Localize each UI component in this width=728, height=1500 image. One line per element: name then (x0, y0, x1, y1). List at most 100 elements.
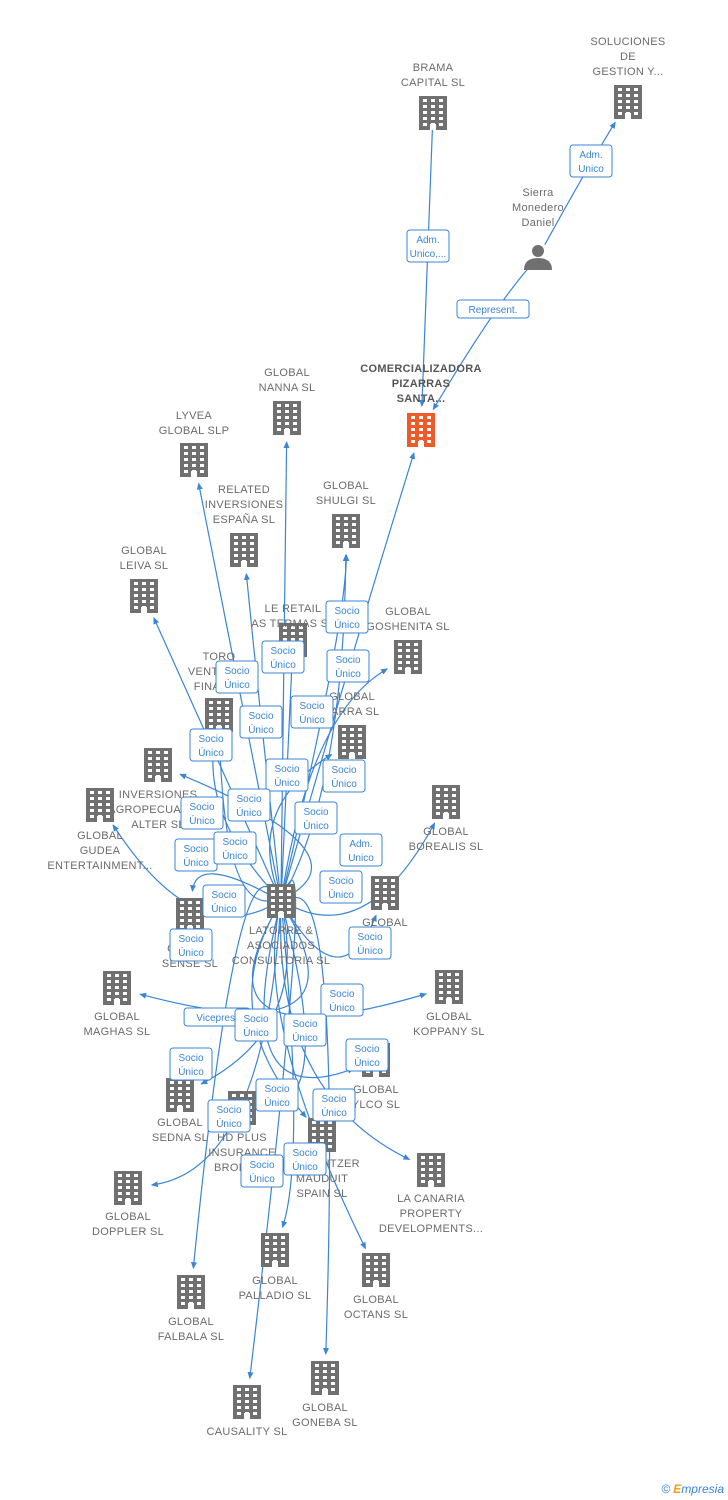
edge-label-frame (322, 759, 366, 793)
node-label-line: GLOBAL (105, 1211, 151, 1223)
node-label-line: GOSHENITA SL (366, 621, 449, 633)
node-label-line: LYVEA (176, 410, 213, 422)
edge-label-box[interactable]: Adm.Unico,... (406, 229, 450, 263)
node-canaria[interactable]: LA CANARIAPROPERTYDEVELOPMENTS... (379, 1153, 483, 1235)
edge-label-line: Socio (303, 807, 328, 818)
brand-name: mpresia (681, 1482, 724, 1496)
edge-label-line: Único (189, 814, 215, 827)
edge-label-line: Socio (299, 701, 324, 712)
building-icon (177, 1275, 205, 1309)
edge-label-line: Único (178, 1065, 204, 1078)
node-comercializadora[interactable]: COMERCIALIZADORAPIZARRASSANTA... (360, 363, 482, 447)
edge-label-box[interactable]: Represent. (456, 299, 530, 319)
edge-sierra-to-comercializadora (432, 267, 530, 411)
node-label-line: AS TERMAS SL (251, 618, 334, 630)
edge-label-line: Único (222, 849, 248, 862)
node-label-line: ENTERTAINMENT... (47, 860, 152, 872)
node-label-line: COMERCIALIZADORA (360, 363, 482, 375)
node-label-line: PIZARRAS (392, 378, 451, 390)
edge-label-box[interactable]: Adm.Unico (339, 833, 383, 867)
edge-label-line: Único (270, 658, 296, 671)
edge-latorre-to-canaria (280, 914, 411, 1161)
edge-label-line: Único (243, 1026, 269, 1039)
node-label-line: ESPAÑA SL (213, 513, 275, 526)
node-label-line: GLOBAL (264, 367, 310, 379)
edge-label-line: Único (178, 946, 204, 959)
edge-label-line: Único (328, 888, 354, 901)
edge-label-line: Socio (334, 606, 359, 617)
node-gudea[interactable]: GLOBALGUDEAENTERTAINMENT... (47, 788, 152, 872)
building-icon (103, 971, 131, 1005)
edge-latorre-to-falbala (190, 885, 273, 1270)
footer-brand[interactable]: ©Empresia (661, 1482, 724, 1496)
edge-label-frame (169, 928, 213, 962)
node-label-line: GLOBAL (77, 830, 123, 842)
building-icon (230, 533, 258, 567)
building-icon (362, 1253, 390, 1287)
edge-label-frame (325, 600, 369, 634)
edge-label-frame (456, 299, 530, 319)
edge-label-line: Unico (578, 164, 604, 175)
node-label-line: GLOBAL (121, 545, 167, 557)
edge-label-box[interactable]: Adm.Unico (569, 144, 613, 178)
building-icon (419, 96, 447, 130)
building-icon (114, 1171, 142, 1205)
edge-latorre-to-goshenita (282, 668, 389, 888)
node-label-line: SOLUCIONES (590, 36, 665, 48)
node-label-line: GESTION Y... (592, 66, 663, 78)
node-label-line: SHULGI SL (316, 495, 376, 507)
edge-latorre-to-sense (190, 873, 269, 895)
node-causality[interactable]: CAUSALITY SL (206, 1385, 287, 1438)
